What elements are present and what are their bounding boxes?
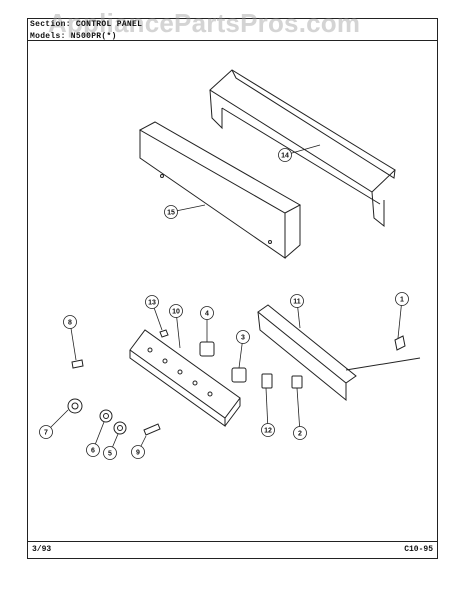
rear-cover-part [209, 69, 396, 228]
panel-bracket-part [257, 304, 421, 402]
callout-label-6: 6 [91, 448, 95, 455]
callout-leader-2 [296, 387, 301, 434]
page-header: Section: CONTROL PANEL Models: N500PR(*) [30, 19, 142, 43]
callout-label-5: 5 [108, 451, 112, 458]
callout-bubble-11 [290, 294, 304, 308]
models-line: Models: N500PR(*) [30, 32, 117, 41]
callout-bubble-15 [164, 205, 178, 219]
callout-label-3: 3 [241, 335, 245, 342]
callout-label-7: 7 [44, 430, 48, 437]
callout-label-4: 4 [205, 311, 209, 318]
callout-label-14: 14 [281, 153, 289, 160]
callout-label-1: 1 [400, 297, 404, 304]
control-panel-part [129, 329, 241, 427]
section-title: Section: CONTROL PANEL [30, 20, 143, 29]
callout-bubble-12 [261, 423, 275, 437]
callout-bubble-1 [395, 292, 409, 306]
callout-bubble-8 [63, 315, 77, 329]
callout-label-8: 8 [68, 320, 72, 327]
callout-bubble-4 [200, 306, 214, 320]
callout-bubble-2 [293, 426, 307, 440]
callout-bubble-14 [278, 148, 292, 162]
callout-label-2: 2 [298, 431, 302, 438]
callout-label-13: 13 [148, 300, 156, 307]
callout-bubble-10 [169, 304, 183, 318]
callout-bubble-3 [236, 330, 250, 344]
callout-bubble-6 [86, 443, 100, 457]
footer-page-code: C10-95 [404, 545, 433, 554]
callout-leader-12 [265, 387, 269, 431]
callout-label-11: 11 [293, 299, 301, 306]
small-parts [67, 329, 406, 436]
callout-label-15: 15 [167, 210, 175, 217]
callout-label-9: 9 [136, 450, 140, 457]
callout-bubble-9 [131, 445, 145, 459]
callout-bubble-5 [103, 446, 117, 460]
front-trim-part [138, 121, 302, 259]
footer-date: 3/93 [32, 545, 52, 554]
callout-label-10: 10 [172, 309, 180, 316]
callout-bubble-7 [39, 425, 53, 439]
callout-label-12: 12 [264, 428, 272, 435]
callout-bubble-13 [145, 295, 159, 309]
